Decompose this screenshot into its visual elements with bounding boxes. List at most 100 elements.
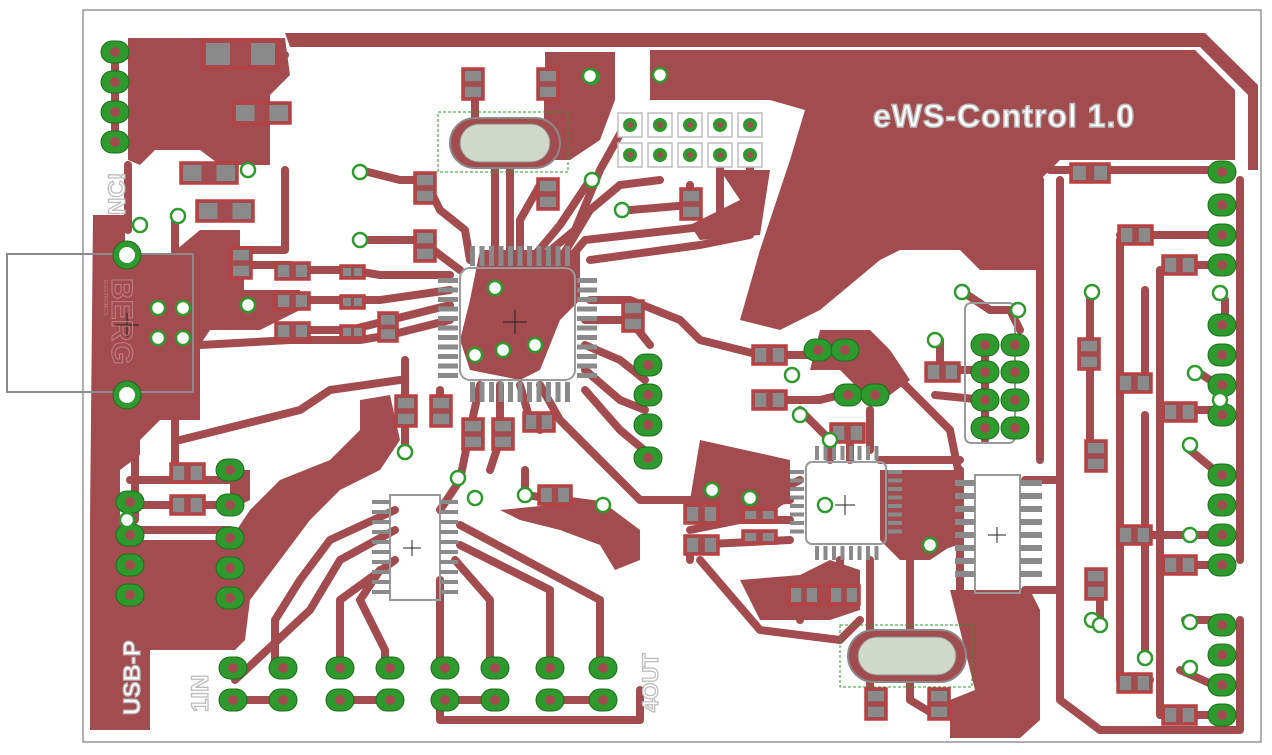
usb-chip-pin bbox=[790, 512, 804, 517]
smd-pad bbox=[687, 538, 699, 552]
pad-hole bbox=[335, 695, 345, 705]
pad-hole bbox=[125, 530, 135, 540]
via bbox=[131, 216, 149, 234]
usb-chip-pin bbox=[888, 512, 902, 517]
mcu-pins bbox=[438, 246, 597, 402]
smd-pad bbox=[295, 265, 307, 277]
mcu-pin bbox=[470, 382, 475, 402]
usb-chip-pin bbox=[866, 446, 870, 460]
ic-pin bbox=[1020, 532, 1042, 538]
usb-chip-pin bbox=[832, 546, 836, 560]
smd-pad bbox=[190, 466, 202, 480]
smd-pad bbox=[381, 315, 395, 325]
smd-pad bbox=[772, 393, 784, 407]
smd-pad bbox=[755, 348, 767, 362]
smd-pad bbox=[236, 105, 255, 121]
crystal-bottom bbox=[839, 624, 973, 688]
pad-hole bbox=[813, 345, 823, 355]
pad-hole bbox=[980, 395, 990, 405]
pad-hole bbox=[1217, 380, 1227, 390]
smd-pad bbox=[251, 43, 275, 65]
crystal-top bbox=[437, 111, 569, 173]
via bbox=[516, 486, 534, 504]
smd-pad bbox=[833, 426, 845, 440]
smd-pad bbox=[1137, 676, 1149, 690]
smd-pad bbox=[762, 533, 774, 541]
smd-pad bbox=[1120, 376, 1132, 390]
mcu-pin bbox=[479, 382, 485, 402]
ic-pin bbox=[955, 558, 975, 564]
via bbox=[651, 66, 669, 84]
via bbox=[118, 511, 136, 529]
smd-pad bbox=[343, 268, 351, 276]
usb-chip-pin bbox=[832, 446, 836, 460]
usb-chip-pin bbox=[823, 546, 828, 560]
usb-chip-pin bbox=[888, 495, 902, 500]
mcu-pin bbox=[479, 246, 485, 266]
mounting-hole-center bbox=[119, 247, 135, 263]
via bbox=[921, 536, 939, 554]
smd-pad bbox=[343, 328, 351, 336]
via bbox=[174, 299, 192, 317]
via bbox=[741, 489, 759, 507]
mcu-pin bbox=[546, 382, 551, 402]
smd-pad bbox=[850, 426, 862, 440]
smd-pad bbox=[683, 191, 699, 202]
ic-pin bbox=[372, 510, 390, 514]
mcu-pin bbox=[577, 344, 597, 350]
ic-pin bbox=[372, 590, 390, 594]
smd-pad bbox=[206, 43, 230, 65]
ic-pin bbox=[955, 571, 975, 577]
smd-pad bbox=[1165, 405, 1177, 419]
pad-hole bbox=[1217, 680, 1227, 690]
usb-chip-pin bbox=[790, 521, 804, 525]
usb-chip-pin bbox=[790, 487, 804, 491]
smd-pad bbox=[465, 436, 481, 447]
mcu-pin bbox=[489, 246, 494, 266]
pads bbox=[100, 40, 1237, 727]
smd-pad bbox=[541, 415, 552, 429]
via bbox=[783, 366, 801, 384]
smd-pad bbox=[398, 413, 414, 424]
smd-pad bbox=[625, 318, 641, 329]
header-hole-center bbox=[627, 122, 633, 128]
via bbox=[149, 329, 167, 347]
smd-pad bbox=[1137, 376, 1149, 390]
ic-pin bbox=[440, 560, 458, 564]
smd-pad bbox=[417, 233, 433, 244]
usb-chip-pin bbox=[840, 546, 845, 560]
ic-pin bbox=[1020, 545, 1042, 551]
pad-hole bbox=[125, 560, 135, 570]
ic-pin bbox=[955, 493, 975, 499]
usb-chip-pin bbox=[874, 446, 879, 460]
smd-pad bbox=[868, 706, 884, 717]
pad-hole bbox=[598, 663, 608, 673]
pad-hole bbox=[980, 367, 990, 377]
pad-hole bbox=[1217, 410, 1227, 420]
ic-pin bbox=[440, 520, 458, 524]
via bbox=[1083, 283, 1101, 301]
mcu-pin bbox=[438, 306, 458, 312]
pad-hole bbox=[1217, 230, 1227, 240]
pad-hole bbox=[1217, 320, 1227, 330]
usb-chip-pin bbox=[790, 470, 804, 474]
via bbox=[1181, 436, 1199, 454]
pad-hole bbox=[870, 390, 880, 400]
smd-parts bbox=[169, 39, 1198, 726]
ic-pin bbox=[440, 570, 458, 574]
smd-pad bbox=[199, 203, 218, 219]
ic-pin bbox=[955, 480, 975, 486]
mcu-pin bbox=[577, 278, 597, 283]
smd-pad bbox=[540, 86, 556, 97]
usb-connector-outline bbox=[6, 253, 194, 393]
mcu-pin bbox=[577, 306, 597, 312]
mcu-pin bbox=[536, 382, 542, 402]
smd-pad bbox=[791, 588, 802, 602]
header-hole-center bbox=[717, 122, 723, 128]
copper-pours bbox=[90, 33, 1258, 738]
pad-hole bbox=[225, 465, 235, 475]
dip-pins bbox=[372, 480, 1042, 594]
mcu-pin bbox=[555, 246, 561, 266]
ic-pin bbox=[955, 519, 975, 525]
usb-chip-pin bbox=[790, 495, 804, 500]
